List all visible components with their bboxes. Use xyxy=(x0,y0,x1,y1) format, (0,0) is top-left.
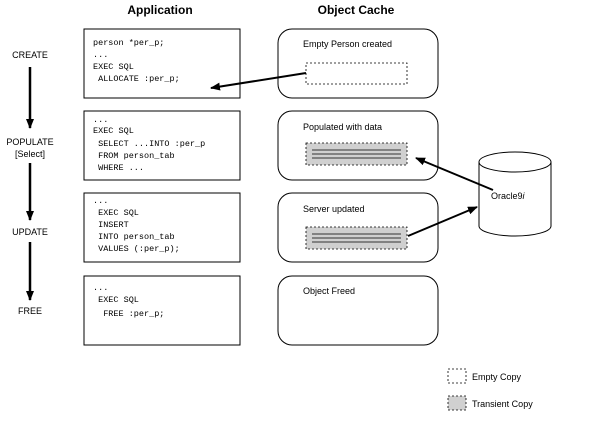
step-label-populate: POPULATE xyxy=(6,137,53,147)
cache-box-title: Object Freed xyxy=(303,286,355,296)
code-line: SELECT ...INTO :per_p xyxy=(93,139,205,149)
code-line: person *per_p; xyxy=(93,38,164,48)
transient-copy-block xyxy=(305,226,408,250)
object-cache-header: Object Cache xyxy=(318,3,395,17)
legend-transient-label: Transient Copy xyxy=(472,399,533,409)
empty-copy-block xyxy=(305,62,408,85)
cache-box-title: Populated with data xyxy=(303,122,382,132)
code-line: INSERT xyxy=(93,220,129,230)
code-line: EXEC SQL xyxy=(93,295,139,305)
allocate-arrow xyxy=(210,72,307,91)
code-line: WHERE ... xyxy=(93,163,144,173)
transient-copy-block xyxy=(305,142,408,166)
step-label-create: CREATE xyxy=(12,50,48,60)
code-line: EXEC SQL xyxy=(93,208,139,218)
code-line: FREE :per_p; xyxy=(93,309,164,319)
code-box-populate xyxy=(83,110,241,181)
legend-empty-label: Empty Copy xyxy=(472,372,522,382)
cache-box-free xyxy=(277,275,439,346)
code-line: EXEC SQL xyxy=(93,126,134,136)
code-line: VALUES (:per_p); xyxy=(93,244,180,254)
database-icon xyxy=(478,151,552,237)
cache-box-title: Empty Person created xyxy=(303,39,392,49)
code-line: INTO person_tab xyxy=(93,232,175,242)
code-box-update xyxy=(83,192,241,263)
legend-empty-swatch xyxy=(447,368,467,384)
database-label: Oracle9i xyxy=(491,191,526,201)
code-box-free xyxy=(83,275,241,346)
code-line: ... xyxy=(93,283,108,293)
select-arrow xyxy=(415,157,494,191)
step-label-update: UPDATE xyxy=(12,227,48,237)
code-line: ... xyxy=(93,50,108,60)
cache-box-title: Server updated xyxy=(303,204,365,214)
application-header: Application xyxy=(127,3,192,17)
code-line: ... xyxy=(93,115,108,125)
code-line: FROM person_tab xyxy=(93,151,175,161)
legend-transient-swatch xyxy=(447,395,467,411)
code-line: ALLOCATE :per_p; xyxy=(93,74,180,84)
code-line: ... xyxy=(93,196,108,206)
update-arrow xyxy=(407,206,478,237)
code-line: EXEC SQL xyxy=(93,62,134,72)
step-label-free: FREE xyxy=(18,306,42,316)
step-label-populate-select: [Select] xyxy=(15,149,45,159)
